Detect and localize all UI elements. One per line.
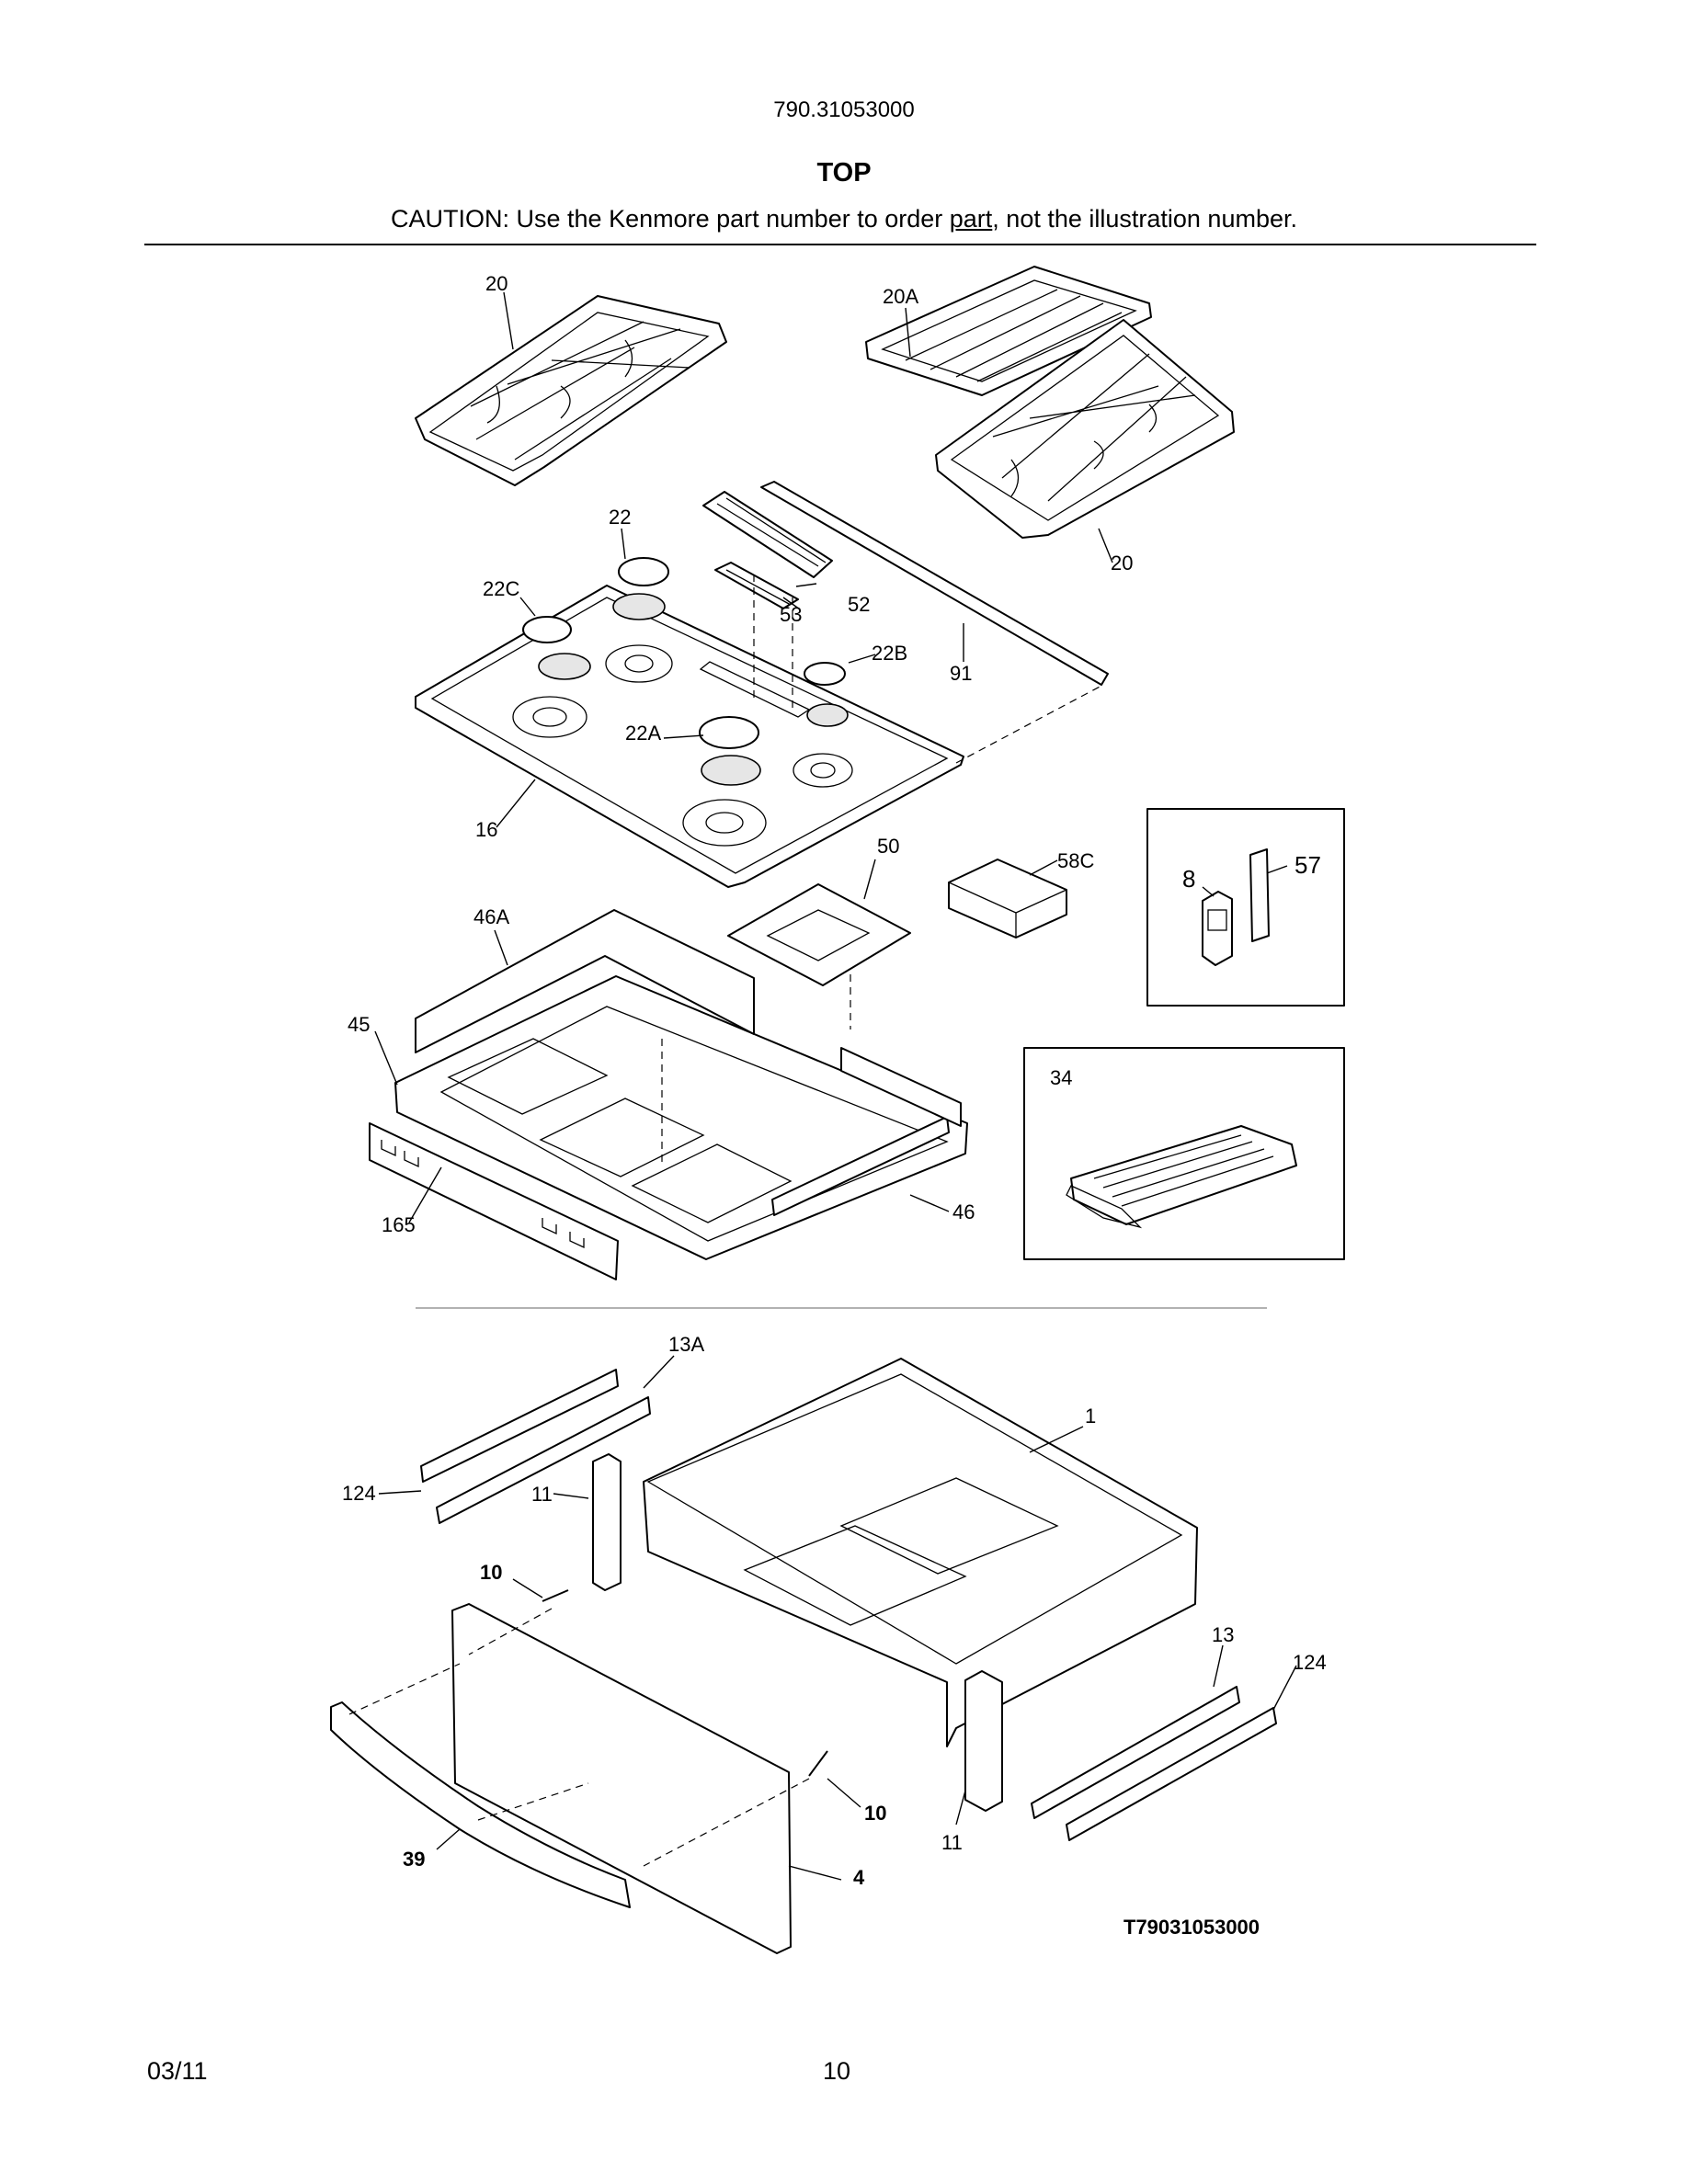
section-title: TOP bbox=[816, 158, 872, 188]
callout-20A: 20A bbox=[883, 285, 918, 308]
callout-124-right: 124 bbox=[1293, 1651, 1327, 1674]
callout-22: 22 bbox=[609, 506, 631, 529]
model-number: 790.31053000 bbox=[773, 97, 915, 122]
slide-13 bbox=[1031, 1686, 1240, 1819]
rail-124-right bbox=[1066, 1707, 1277, 1841]
trim-strip-91 bbox=[760, 481, 1109, 686]
callout-52: 52 bbox=[848, 593, 870, 616]
callout-13A: 13A bbox=[668, 1333, 704, 1356]
callout-10-right: 10 bbox=[864, 1802, 886, 1825]
caution-suffix: , not the illustration number. bbox=[992, 205, 1297, 233]
inset-box-34 bbox=[1023, 1047, 1345, 1260]
screw-10-left bbox=[542, 1589, 569, 1602]
callout-58C: 58C bbox=[1057, 849, 1094, 872]
diagram-code: T79031053000 bbox=[1123, 1916, 1260, 1939]
callout-11-right: 11 bbox=[941, 1831, 963, 1854]
callout-46A: 46A bbox=[473, 905, 509, 928]
callout-1: 1 bbox=[1085, 1405, 1096, 1428]
caution-note: CAUTION: Use the Kenmore part number to … bbox=[0, 205, 1688, 233]
caution-prefix: CAUTION: Use the Kenmore part number to … bbox=[391, 205, 950, 233]
bracket-57 bbox=[1249, 848, 1270, 942]
footer-date: 03/11 bbox=[147, 2057, 208, 2085]
rail-124-left bbox=[436, 1396, 651, 1524]
screw-10-right bbox=[808, 1750, 828, 1777]
callout-22B: 22B bbox=[872, 642, 907, 665]
callout-22A: 22A bbox=[625, 722, 661, 745]
burner-cap-22C bbox=[522, 616, 572, 643]
footer-page-number: 10 bbox=[823, 2057, 851, 2085]
callout-22C: 22C bbox=[483, 577, 519, 600]
caution-part-link: part bbox=[949, 205, 993, 233]
vent-trim-52 bbox=[702, 491, 833, 578]
callout-8: 8 bbox=[1182, 865, 1195, 893]
burner-cap-22B bbox=[804, 662, 846, 686]
spill-pan-50 bbox=[727, 883, 911, 986]
callout-50: 50 bbox=[877, 835, 899, 858]
callout-13: 13 bbox=[1212, 1623, 1234, 1646]
rail-165 bbox=[369, 1122, 619, 1280]
callout-16: 16 bbox=[475, 818, 497, 841]
grate-20-right bbox=[935, 319, 1235, 539]
bracket-46A bbox=[415, 909, 755, 1053]
callout-91: 91 bbox=[950, 662, 972, 685]
griddle-34 bbox=[1066, 1125, 1297, 1229]
callout-11-left: 11 bbox=[531, 1483, 553, 1506]
callout-124-left: 124 bbox=[342, 1482, 376, 1505]
callout-46: 46 bbox=[952, 1200, 975, 1223]
box-58C bbox=[948, 859, 1067, 938]
vent-grille-53 bbox=[714, 562, 799, 609]
ignition-switch-8 bbox=[1202, 891, 1233, 966]
burner-cap-22A bbox=[699, 716, 759, 749]
burner-cap-22 bbox=[618, 557, 669, 586]
callout-53: 53 bbox=[780, 603, 802, 626]
callout-57: 57 bbox=[1295, 851, 1321, 879]
callout-10-left: 10 bbox=[480, 1561, 502, 1584]
callout-20-left: 20 bbox=[485, 272, 508, 295]
header-rule bbox=[144, 244, 1536, 245]
callout-165: 165 bbox=[382, 1213, 416, 1236]
slide-13A bbox=[420, 1369, 619, 1483]
bracket-46 bbox=[771, 1047, 962, 1216]
grate-20-left bbox=[415, 295, 727, 486]
callout-39: 39 bbox=[403, 1848, 425, 1871]
drawer-panel-4 bbox=[451, 1603, 792, 1954]
warming-drawer-1 bbox=[643, 1358, 1198, 1747]
callout-20-right: 20 bbox=[1111, 552, 1133, 574]
callout-4: 4 bbox=[853, 1866, 865, 1889]
inset-box-8-57 bbox=[1146, 808, 1345, 1007]
callout-45: 45 bbox=[348, 1013, 370, 1036]
callout-34: 34 bbox=[1050, 1066, 1072, 1089]
grate-20A bbox=[865, 266, 1152, 396]
handle-39 bbox=[330, 1701, 631, 1908]
bracket-11-left bbox=[592, 1453, 622, 1591]
bracket-11-right bbox=[964, 1670, 1003, 1812]
